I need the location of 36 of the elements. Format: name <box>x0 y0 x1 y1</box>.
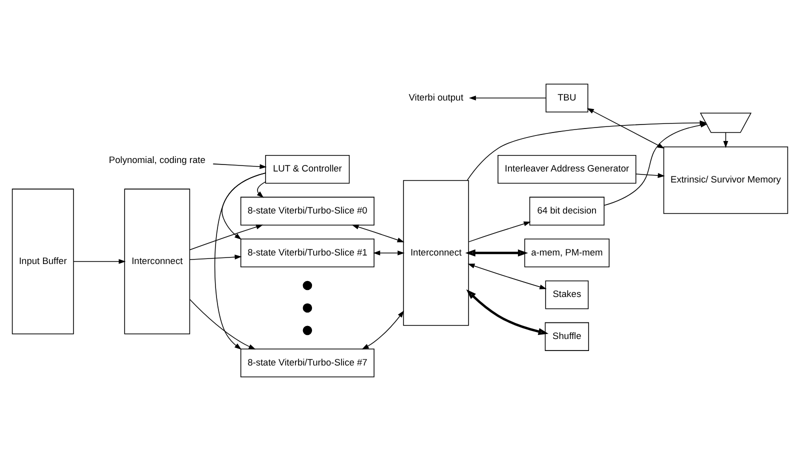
arrow <box>586 108 664 148</box>
arrow <box>212 163 267 169</box>
arrow <box>189 224 264 250</box>
arrow <box>73 258 126 264</box>
node-box: LUT & Controller <box>265 154 350 184</box>
node-box: a-mem, PM-mem <box>524 238 610 267</box>
arrow <box>468 95 546 100</box>
arrow <box>352 224 404 242</box>
node-text: Viterbi output <box>408 92 464 102</box>
arrow <box>189 254 242 260</box>
node-box: TBU <box>546 83 588 112</box>
arrow <box>465 248 528 256</box>
node-dot <box>302 280 312 290</box>
node-box: Interconnect <box>403 180 469 326</box>
arrow <box>256 180 266 198</box>
node-box: 8-state Viterbi/Turbo-Slice #0 <box>240 196 374 225</box>
node-dot <box>302 325 312 335</box>
node-box: Extrinsic/ Survivor Memory <box>663 146 788 214</box>
node-box: Interleaver Address Generator <box>498 154 636 184</box>
arrow <box>189 298 256 349</box>
node-box: Stakes <box>545 280 589 309</box>
arrow <box>373 250 405 255</box>
arrow <box>362 310 404 349</box>
node-box: 8-state Viterbi/Turbo-Slice #1 <box>240 238 374 267</box>
node-box: Input Buffer <box>12 188 74 334</box>
arrow <box>466 288 548 334</box>
node-box: Interconnect <box>124 188 190 334</box>
node-box: 8-state Viterbi/Turbo-Slice #7 <box>240 348 374 377</box>
node-box: Shuffle <box>544 322 589 350</box>
arrow <box>468 220 531 242</box>
node-text: Polynomial, coding rate <box>108 154 206 165</box>
node-dot <box>302 302 312 312</box>
arrow <box>214 172 266 350</box>
node-box: 64 bit decision <box>529 196 604 225</box>
arrow <box>468 263 547 289</box>
arrow <box>636 172 665 178</box>
